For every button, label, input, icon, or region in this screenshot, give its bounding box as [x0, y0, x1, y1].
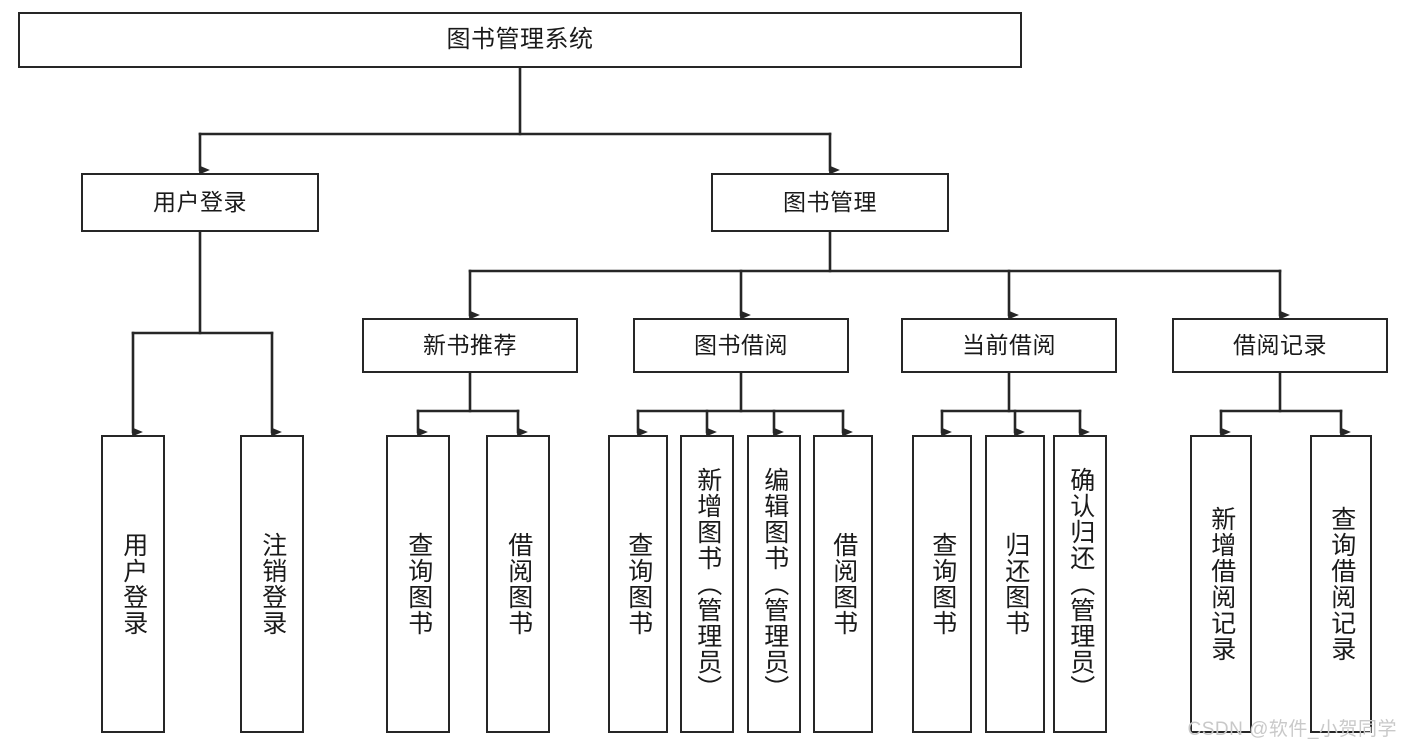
leaf-borrow-book-2[interactable]: 借阅图书	[813, 435, 873, 733]
leaf-logout-login[interactable]: 注销登录	[240, 435, 304, 733]
node-label: 图书管理系统	[446, 25, 594, 53]
leaf-query-book-2[interactable]: 查询图书	[608, 435, 668, 733]
node-label: 查询图书	[928, 532, 957, 636]
node-label: 归还图书	[1001, 532, 1030, 636]
node-label: 用户登录	[153, 188, 247, 215]
node-label: 新书推荐	[423, 331, 517, 358]
node-label: 编辑图书（管理员）	[760, 467, 789, 701]
node-label: 借阅记录	[1233, 331, 1327, 358]
node-book-management[interactable]: 图书管理	[711, 173, 949, 232]
leaf-borrow-book-1[interactable]: 借阅图书	[486, 435, 550, 733]
node-label: 借阅图书	[504, 532, 533, 636]
node-label: 新增借阅记录	[1207, 506, 1236, 662]
leaf-return-book[interactable]: 归还图书	[985, 435, 1045, 733]
csdn-watermark: CSDN @软件_小贺同学	[1187, 719, 1397, 740]
node-label: 用户登录	[119, 532, 148, 636]
node-label: 查询图书	[404, 532, 433, 636]
node-root-system[interactable]: 图书管理系统	[18, 12, 1022, 68]
node-label: 当前借阅	[962, 331, 1056, 358]
node-new-book-recommend[interactable]: 新书推荐	[362, 318, 578, 373]
node-borrow-record[interactable]: 借阅记录	[1172, 318, 1388, 373]
node-label: 新增图书（管理员）	[693, 467, 722, 701]
leaf-confirm-return[interactable]: 确认归还（管理员）	[1053, 435, 1107, 733]
leaf-user-login[interactable]: 用户登录	[101, 435, 165, 733]
node-user-login[interactable]: 用户登录	[81, 173, 319, 232]
leaf-add-borrow-record[interactable]: 新增借阅记录	[1190, 435, 1252, 733]
node-label: 确认归还（管理员）	[1066, 467, 1095, 701]
leaf-query-borrow-record[interactable]: 查询借阅记录	[1310, 435, 1372, 733]
leaf-query-book-1[interactable]: 查询图书	[386, 435, 450, 733]
node-current-borrow[interactable]: 当前借阅	[901, 318, 1117, 373]
node-book-borrow[interactable]: 图书借阅	[633, 318, 849, 373]
node-label: 借阅图书	[829, 532, 858, 636]
leaf-edit-book-admin[interactable]: 编辑图书（管理员）	[747, 435, 801, 733]
node-label: 图书借阅	[694, 331, 788, 358]
node-label: 注销登录	[258, 532, 287, 636]
leaf-query-book-3[interactable]: 查询图书	[912, 435, 972, 733]
node-label: 查询图书	[624, 532, 653, 636]
node-label: 图书管理	[783, 188, 877, 215]
node-label: 查询借阅记录	[1327, 506, 1356, 662]
leaf-add-book-admin[interactable]: 新增图书（管理员）	[680, 435, 734, 733]
